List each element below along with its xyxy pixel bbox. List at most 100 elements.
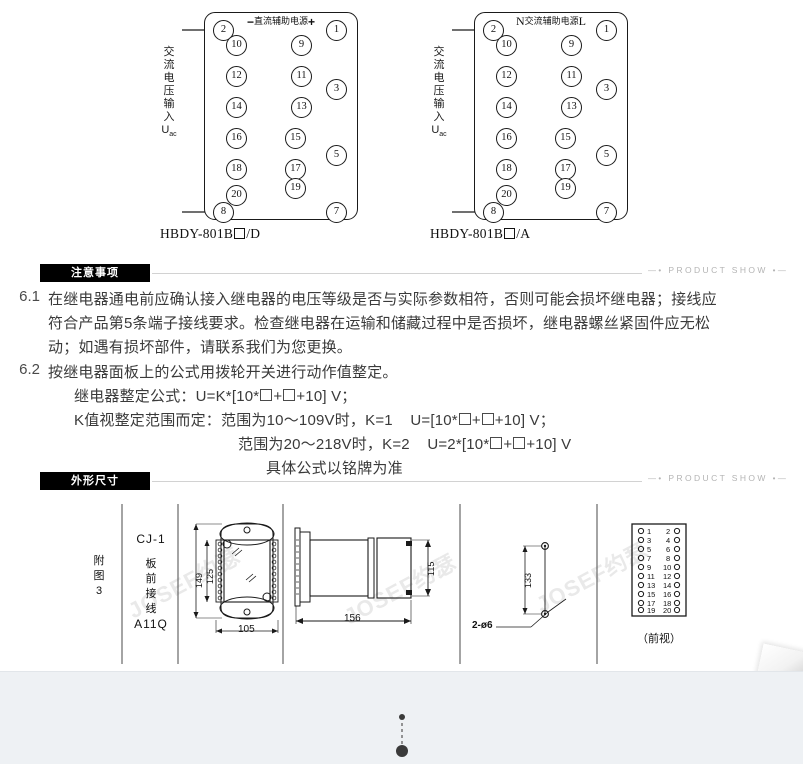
pin-14: 14 — [226, 97, 247, 118]
dot-icon: •— — [772, 474, 789, 483]
notice-item-6-1: 6.1 在继电器通电前应确认接入继电器的电压等级是否与实际参数相符，否则可能会损… — [0, 288, 803, 360]
uac-symbol: Uac — [161, 124, 177, 139]
product-show-label: —• PRODUCT SHOW •— — [648, 265, 789, 275]
pin-8: 8 — [213, 202, 234, 223]
dim-side-height: 115 — [426, 561, 436, 576]
blank-square-icon — [504, 228, 516, 239]
pin-15: 15 — [285, 128, 306, 149]
dim-height-inner: 125 — [205, 568, 215, 584]
notice-body: 6.1 在继电器通电前应确认接入继电器的电压等级是否与实际参数相符，否则可能会损… — [0, 288, 803, 482]
dimensions-tag: 外形尺寸 — [40, 472, 150, 490]
pin-1: 1 — [596, 20, 617, 41]
terminal-num: 10 — [663, 563, 672, 572]
mount-type-label: CJ-1 板 前 接 线 A11Q — [134, 532, 168, 631]
terminal-num: 13 — [647, 581, 656, 590]
terminal-num: 2 — [666, 527, 671, 536]
pin-9: 9 — [291, 35, 312, 56]
blank-square-icon — [481, 413, 494, 425]
terminal-num: 3 — [647, 536, 652, 545]
blank-square-icon — [490, 437, 503, 449]
pin-10: 10 — [496, 35, 517, 56]
dimensions-section-header: 外形尺寸 —• PRODUCT SHOW •— — [40, 472, 790, 490]
pin-18: 18 — [496, 159, 517, 180]
pin-13: 13 — [561, 97, 582, 118]
formula-footnote: 具体公式以铭牌为准 — [266, 460, 403, 477]
terminal-num: 4 — [666, 536, 671, 545]
front-view-caption: （前视） — [637, 633, 681, 645]
pin-12: 12 — [226, 66, 247, 87]
terminal-num: 12 — [663, 572, 672, 581]
terminal-num: 19 — [647, 606, 656, 615]
terminal-num: 7 — [647, 554, 652, 563]
pin-11: 11 — [561, 66, 582, 87]
terminal-num: 17 — [647, 599, 656, 608]
dim-length: 156 — [344, 613, 361, 624]
model-caption-d: HBDY-801B/D — [160, 226, 261, 241]
notice-text: 在继电器通电前应确认接入继电器的电压等级是否与实际参数相符，否则可能会损坏继电器… — [48, 291, 717, 356]
terminal-num: 9 — [647, 563, 652, 572]
pin-18: 18 — [226, 159, 247, 180]
pin-2: 2 — [483, 20, 504, 41]
notice-section-header: 注意事项 —• PRODUCT SHOW •— — [40, 264, 790, 282]
blank-square-icon — [283, 389, 296, 401]
pin-7: 7 — [596, 202, 617, 223]
ac-voltage-input-label-a: 交 流 电 压 输 入 Uac — [430, 46, 448, 141]
pin-1: 1 — [326, 20, 347, 41]
dot-icon: —• — [648, 266, 664, 275]
pin-15: 15 — [555, 128, 576, 149]
k-range-line-2: 范围为20～218V时，K=2 U=2*[10*++10] V — [238, 436, 572, 453]
terminal-num: 5 — [647, 545, 652, 554]
pin-3: 3 — [596, 79, 617, 100]
supply-label-d: −直流辅助电源+ — [246, 15, 316, 29]
dim-center-distance: 133 — [523, 572, 533, 588]
notice-text: 按继电器面板上的公式用拨轮开关进行动作值整定。 继电器整定公式：U=K*[10*… — [48, 361, 803, 481]
terminal-num: 11 — [647, 572, 655, 581]
ac-voltage-input-label-d: 交 流 电 压 输 入 Uac — [160, 46, 178, 141]
supply-label-a: N交流辅助电源L — [515, 14, 587, 28]
header-rule — [152, 481, 642, 482]
pin-14: 14 — [496, 97, 517, 118]
uac-symbol: Uac — [431, 124, 447, 139]
pin-8: 8 — [483, 202, 504, 223]
pin-19: 19 — [555, 178, 576, 199]
pin-12: 12 — [496, 66, 517, 87]
pin-16: 16 — [226, 128, 247, 149]
pin-5: 5 — [596, 145, 617, 166]
pin-10: 10 — [226, 35, 247, 56]
dimension-drawing-svg — [121, 504, 687, 664]
terminal-num: 16 — [663, 590, 672, 599]
pin-9: 9 — [561, 35, 582, 56]
scroll-indicator[interactable] — [396, 713, 408, 757]
k-range-line-1: K值视整定范围而定：范围为10～109V时，K=1 U=[10*++10] V； — [74, 412, 555, 429]
appendix-figure-label: 附 图 3 — [93, 555, 105, 597]
dot-icon: •— — [772, 266, 789, 275]
notice-item-6-2: 6.2 按继电器面板上的公式用拨轮开关进行动作值整定。 继电器整定公式：U=K*… — [0, 361, 803, 481]
wiring-diagram-section: 交 流 电 压 输 入 Uac — [0, 0, 803, 256]
terminal-num: 6 — [666, 545, 671, 554]
notice-number: 6.1 — [19, 288, 40, 305]
notice-tag: 注意事项 — [40, 264, 150, 282]
blank-square-icon — [260, 389, 273, 401]
pin-17: 17 — [285, 159, 306, 180]
pin-20: 20 — [226, 185, 247, 206]
setting-formula-line: 继电器整定公式：U=K*[10*++10] V； — [74, 388, 357, 405]
model-caption-a: HBDY-801B/A — [430, 226, 531, 241]
terminal-num: 20 — [663, 606, 672, 615]
terminal-num: 8 — [666, 554, 671, 563]
dim-hole-spec: 2-ø6 — [472, 620, 493, 631]
dim-width: 105 — [238, 624, 255, 635]
pin-5: 5 — [326, 145, 347, 166]
terminal-num: 15 — [647, 590, 656, 599]
dimension-drawings: 附 图 3 CJ-1 板 前 接 线 A11Q 149 125 105 156 … — [0, 496, 803, 671]
blank-square-icon — [234, 228, 246, 239]
pin-11: 11 — [291, 66, 312, 87]
pin-16: 16 — [496, 128, 517, 149]
pin-2: 2 — [213, 20, 234, 41]
pin-17: 17 — [555, 159, 576, 180]
pin-19: 19 — [285, 178, 306, 199]
product-show-label: —• PRODUCT SHOW •— — [648, 473, 789, 483]
pin-20: 20 — [496, 185, 517, 206]
pin-7: 7 — [326, 202, 347, 223]
dot-icon: —• — [648, 474, 664, 483]
